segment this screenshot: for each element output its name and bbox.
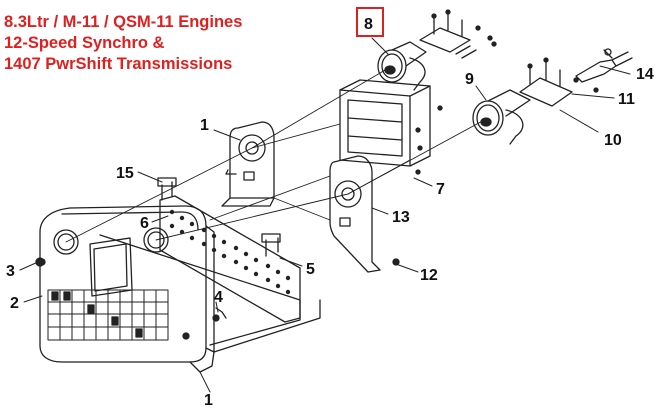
callout-11: 11 [618, 91, 635, 108]
leader-lines [19, 37, 631, 393]
callout-6: 6 [140, 215, 149, 232]
callout-2: 2 [10, 295, 19, 312]
callout-8: 8 [364, 16, 373, 33]
gauge-bracket-left [221, 121, 275, 207]
sender-part-14 [575, 48, 633, 83]
gauge-bracket-right [329, 155, 381, 273]
callout-1-bottom: 1 [204, 392, 213, 409]
callout-1-top: 1 [200, 117, 209, 134]
title-line-3: 1407 PwrShift Transmissions [4, 55, 233, 73]
callout-10: 10 [604, 132, 622, 149]
gauge-9 [472, 57, 599, 145]
diagram-title: 8.3Ltr / M-11 / QSM-11 Engines 12-Speed … [4, 12, 242, 75]
title-line-1: 8.3Ltr / M-11 / QSM-11 Engines [4, 13, 243, 31]
alignment-lines [65, 65, 489, 243]
callout-7: 7 [436, 181, 445, 198]
callout-9: 9 [465, 71, 474, 88]
callout-14: 14 [636, 66, 654, 83]
dash-bezel-panel [38, 205, 215, 373]
title-line-2: 12-Speed Synchro & [4, 34, 165, 52]
screws [35, 169, 421, 322]
gauge-housing [339, 79, 431, 167]
callout-13: 13 [392, 209, 410, 226]
callout-4: 4 [214, 289, 223, 306]
callout-15: 15 [116, 165, 134, 182]
callout-5: 5 [306, 261, 315, 278]
callout-12: 12 [420, 267, 438, 284]
gauge-8 [377, 9, 497, 111]
highlight-box-8 [356, 7, 384, 37]
callout-3: 3 [6, 263, 15, 280]
